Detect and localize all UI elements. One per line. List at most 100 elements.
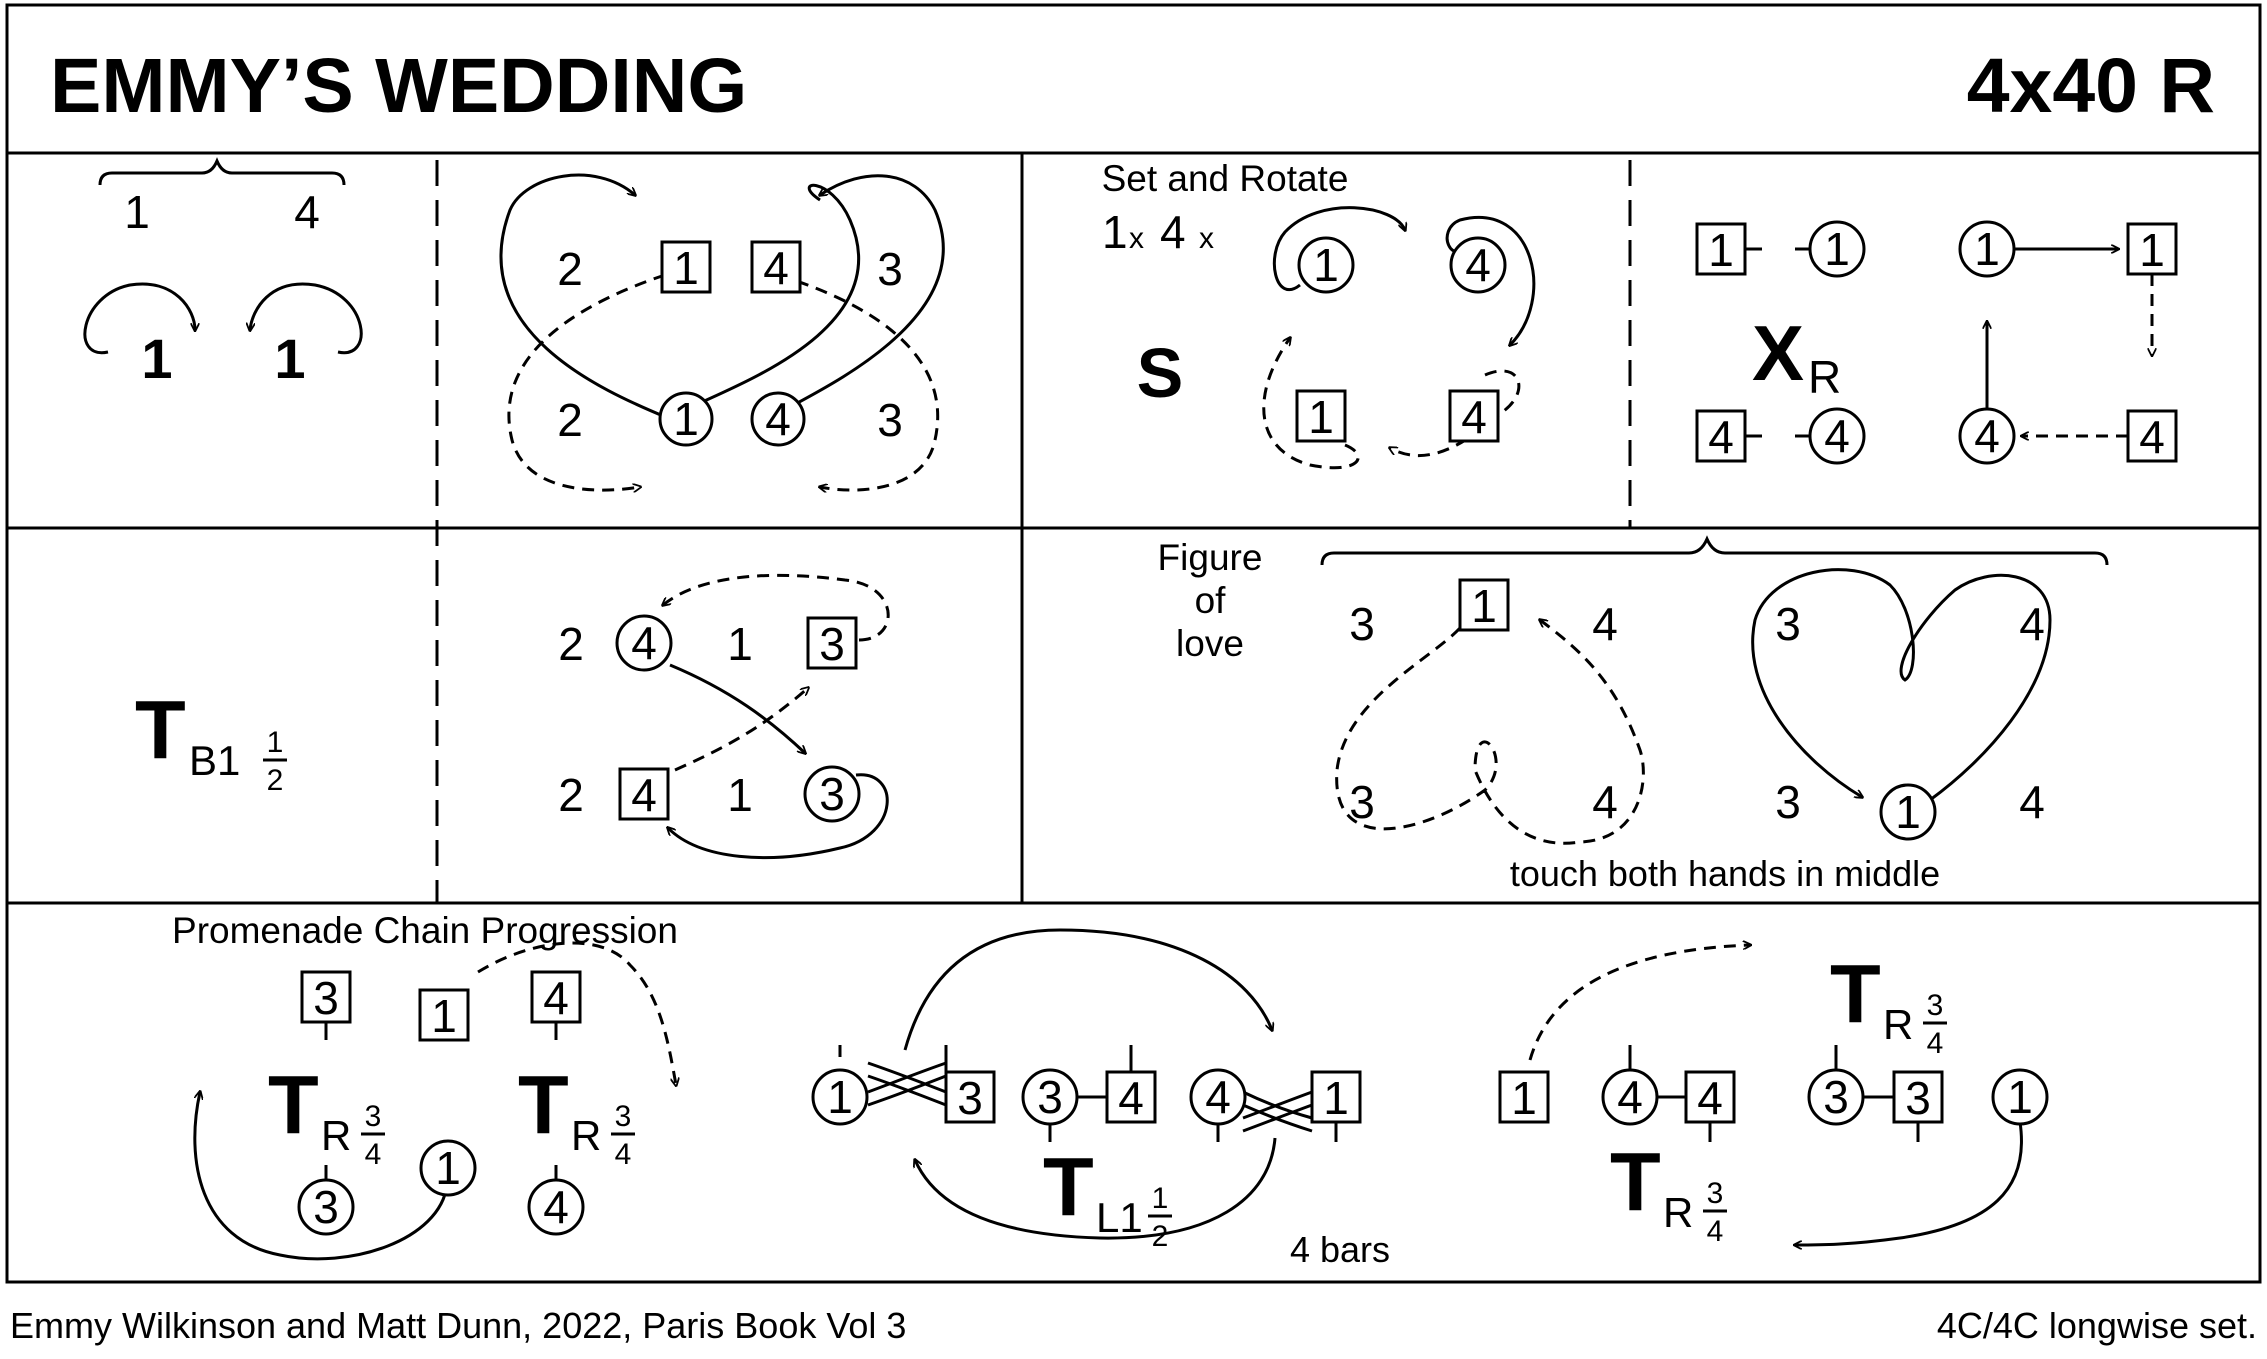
figure-path — [777, 273, 939, 490]
set-rotate-caption: Set and Rotate — [1102, 158, 1349, 199]
man-number: 1 — [1511, 1072, 1537, 1124]
man-number: 3 — [819, 618, 845, 670]
woman-number: 3 — [1823, 1071, 1849, 1123]
turn-den: 4 — [615, 1138, 632, 1171]
turn-label: 1 — [274, 327, 305, 390]
turn-hand: B1 — [189, 737, 240, 784]
credit-line: Emmy Wilkinson and Matt Dunn, 2022, Pari… — [10, 1305, 906, 1346]
man-number: 4 — [1708, 411, 1734, 463]
woman-circle — [419, 1139, 477, 1197]
woman-number: 4 — [1617, 1071, 1643, 1123]
man-box — [1498, 1070, 1550, 1124]
dancer-number: 4 — [2019, 776, 2045, 828]
turn-positions-cell: 2 4 1 3 2 4 1 3 — [558, 573, 890, 860]
turn-symbol: T — [1043, 1140, 1094, 1233]
cast-arrow — [83, 282, 195, 355]
figure-path — [774, 174, 945, 417]
man-box — [1310, 1070, 1362, 1124]
man-box — [944, 1070, 996, 1124]
man-number: 1 — [2139, 224, 2165, 276]
dancer-number: 2 — [558, 618, 584, 670]
woman-circle — [615, 614, 673, 672]
turn-den: 4 — [1707, 1215, 1724, 1248]
turn-hand: L1 — [1096, 1194, 1143, 1241]
woman-circle — [1879, 783, 1937, 841]
turn-hand: R — [571, 1112, 601, 1159]
bars-note: 4 bars — [1290, 1229, 1390, 1270]
dancer-number: 4 — [1592, 598, 1618, 650]
progression-path — [1795, 1121, 2023, 1245]
turn-den: 2 — [1152, 1220, 1169, 1253]
woman-number: 1 — [2007, 1071, 2033, 1123]
who-4: 4 — [1160, 206, 1186, 258]
dance-formation: 4x40 R — [1967, 43, 2215, 129]
woman-number: 1 — [1974, 223, 2000, 275]
man-box — [618, 767, 670, 821]
couple-bracket — [1320, 535, 2109, 566]
woman-circle — [1808, 407, 1866, 465]
cross-hand: R — [1808, 351, 1841, 403]
cast-cell: 1 4 1 1 — [83, 157, 363, 390]
dancer-number: 3 — [1349, 598, 1375, 650]
man-box — [418, 988, 470, 1042]
man-box — [1448, 389, 1500, 443]
dancer-number: 4 — [1592, 776, 1618, 828]
turn-num: 3 — [365, 1100, 382, 1133]
woman-number: 4 — [631, 617, 657, 669]
woman-number: 1 — [1313, 239, 1339, 291]
love-path — [1335, 620, 1645, 845]
dancer-number: 2 — [557, 243, 583, 295]
man-number: 1 — [1323, 1072, 1349, 1124]
cross-cell: 1 1 X R 4 4 1 1 4 4 — [1695, 220, 2178, 465]
love-caption-line: Figure — [1158, 537, 1263, 578]
turn-path — [674, 688, 808, 772]
promenade-cell: Promenade Chain Progression 3 1 4 T R 3 … — [172, 910, 2049, 1270]
woman-circle — [1449, 236, 1507, 294]
turn-symbol: T — [1610, 1135, 1661, 1228]
dancer-number: 2 — [557, 394, 583, 446]
turn-num: 1 — [1152, 1182, 1169, 1215]
turn-label: 1 — [141, 327, 172, 390]
woman-number: 4 — [1465, 239, 1491, 291]
man-box — [2126, 222, 2178, 276]
woman-circle — [527, 1178, 585, 1236]
man-number: 1 — [431, 990, 457, 1042]
cast-arrow — [250, 282, 363, 355]
progression-path — [903, 928, 1272, 1051]
love-caption-line: of — [1195, 580, 1227, 621]
dancer-number: 3 — [877, 243, 903, 295]
woman-circle — [811, 1068, 869, 1126]
man-number: 4 — [1461, 391, 1487, 443]
turn-den: 2 — [267, 764, 284, 797]
figure-eight-cell: 2 1 4 3 2 1 4 3 — [499, 173, 945, 490]
frame — [5, 3, 2262, 1284]
progression-path — [193, 1092, 449, 1261]
man-number: 4 — [1697, 1072, 1723, 1124]
dancer-number: 3 — [1775, 776, 1801, 828]
love-path — [1751, 568, 2052, 802]
man-number: 4 — [763, 242, 789, 294]
turn-symbol: T — [268, 1058, 319, 1151]
who-x: x — [1129, 222, 1144, 255]
turn-symbol: T — [1830, 947, 1881, 1040]
woman-number: 1 — [673, 393, 699, 445]
man-number: 1 — [1708, 224, 1734, 276]
woman-circle — [750, 391, 806, 447]
turn-den: 4 — [1927, 1027, 1944, 1060]
dance-title: EMMY’S WEDDING — [50, 43, 747, 129]
woman-circle — [658, 391, 714, 447]
woman-number: 3 — [819, 768, 845, 820]
woman-number: 1 — [435, 1142, 461, 1194]
figure-path — [499, 173, 669, 420]
turn-path — [669, 663, 805, 753]
man-number: 4 — [1118, 1072, 1144, 1124]
dancer-number: 3 — [1349, 776, 1375, 828]
set-type: 4C/4C longwise set. — [1937, 1305, 2257, 1346]
chain-hands — [867, 1061, 1313, 1133]
turn-num: 1 — [267, 726, 284, 759]
who-x: x — [1199, 222, 1214, 255]
woman-number: 3 — [313, 1181, 339, 1233]
set-rotate-cell: Set and Rotate 1 x 4 x S 1 4 1 4 — [1102, 158, 1536, 470]
dancer-number: 3 — [1775, 598, 1801, 650]
